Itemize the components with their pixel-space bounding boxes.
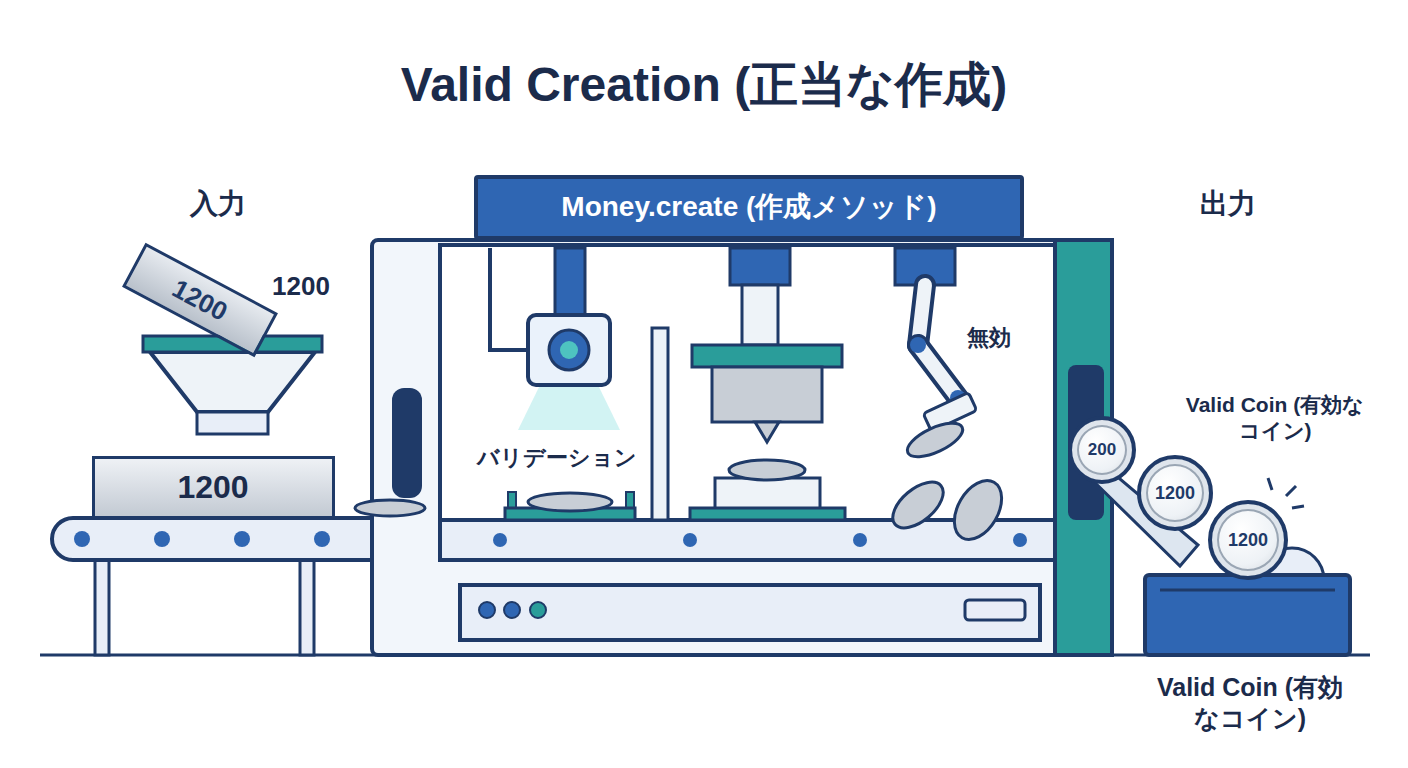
coin-blank xyxy=(528,493,612,511)
arm-link xyxy=(918,345,958,398)
conveyor-leg xyxy=(300,558,314,655)
section-label: 出力 xyxy=(1200,186,1256,221)
machine-housing xyxy=(372,240,1112,655)
camera-lens xyxy=(560,341,578,359)
station-label: バリデーション xyxy=(474,444,640,472)
coin-blank xyxy=(355,500,425,516)
camera-body xyxy=(528,315,610,385)
panel-button xyxy=(504,602,520,618)
conveyor-roller xyxy=(74,531,90,547)
press-head xyxy=(712,367,822,422)
conveyor-roller xyxy=(493,533,507,547)
node-text: 1200 xyxy=(1155,483,1195,504)
output-bin xyxy=(1145,575,1350,655)
valid-coin: 1200 xyxy=(1208,500,1288,580)
conveyor-roller xyxy=(683,533,697,547)
reject-label: 無効 xyxy=(964,324,1014,352)
conveyor-roller xyxy=(154,531,170,547)
valid-coin: 200 xyxy=(1068,416,1136,484)
rejected-coin xyxy=(885,473,952,536)
valid-coin: 1200 xyxy=(1137,455,1213,531)
node-text: 1200 xyxy=(167,273,233,328)
control-panel xyxy=(460,585,1040,640)
arm-link xyxy=(918,345,958,398)
amount-label: 1200 xyxy=(272,270,330,303)
sparkle xyxy=(1292,506,1304,508)
node-text: 1200 xyxy=(177,469,248,506)
camera-mount xyxy=(555,248,585,315)
output-label: Valid Coin (有効なコイン) xyxy=(1145,672,1355,735)
entry-opening xyxy=(392,388,422,498)
divider-pole xyxy=(652,328,668,520)
node-text: Money.create (作成メソッド) xyxy=(561,188,936,226)
camera-lens xyxy=(549,330,589,370)
hopper-neck xyxy=(197,412,268,434)
scan-light xyxy=(518,385,620,430)
press-shaft xyxy=(742,285,778,345)
sparkle xyxy=(1268,478,1272,490)
bin-rim xyxy=(1160,589,1335,592)
press-mount xyxy=(730,248,790,285)
rejected-coin xyxy=(903,416,968,463)
diagram-title: Valid Creation (正当な作成) xyxy=(401,55,1007,115)
press-punch xyxy=(755,422,779,442)
press-base xyxy=(690,508,845,520)
panel-button xyxy=(479,602,495,618)
node-text: 1200 xyxy=(1228,530,1268,551)
conveyor-roller xyxy=(853,533,867,547)
method-header: Money.create (作成メソッド) xyxy=(474,175,1024,240)
panel-slot xyxy=(965,600,1025,620)
conveyor-roller xyxy=(234,531,250,547)
metal-bar: 1200 xyxy=(122,243,278,358)
camera-pipe xyxy=(490,248,528,350)
metal-block: 1200 xyxy=(92,456,335,519)
conveyor-leg xyxy=(95,558,109,655)
arm-joint xyxy=(910,337,926,353)
node-text: 200 xyxy=(1088,440,1116,460)
section-label: 入力 xyxy=(190,186,246,221)
conveyor-roller xyxy=(314,531,330,547)
panel-button xyxy=(530,602,546,618)
output-label: Valid Coin (有効なコイン) xyxy=(1185,392,1365,445)
rejected-coin xyxy=(945,472,1012,547)
sparkle xyxy=(1286,486,1296,496)
coin-blank xyxy=(729,460,805,480)
conveyor-roller xyxy=(1013,533,1027,547)
hopper-funnel xyxy=(150,352,315,412)
press-bar xyxy=(692,345,842,367)
